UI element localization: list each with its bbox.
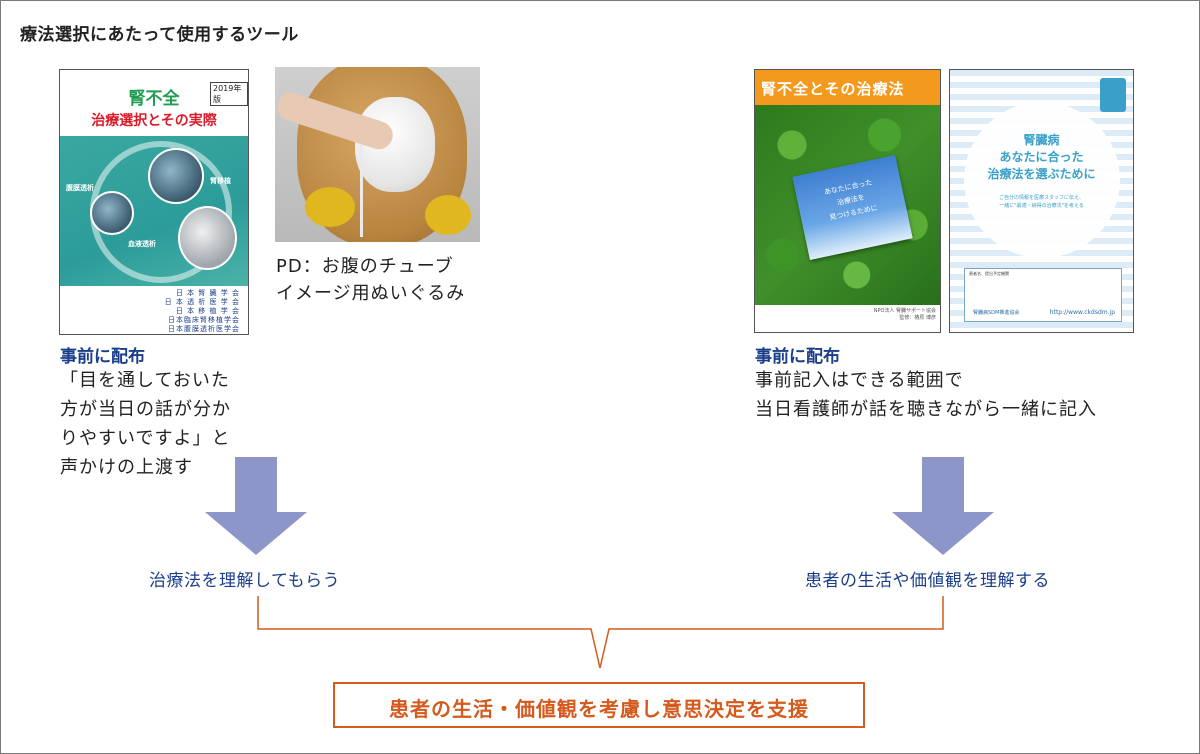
final-conclusion-box: 患者の生活・価値観を考慮し意思決定を支援 [333, 682, 865, 728]
final-conclusion-text: 患者の生活・価値観を考慮し意思決定を支援 [335, 693, 863, 722]
